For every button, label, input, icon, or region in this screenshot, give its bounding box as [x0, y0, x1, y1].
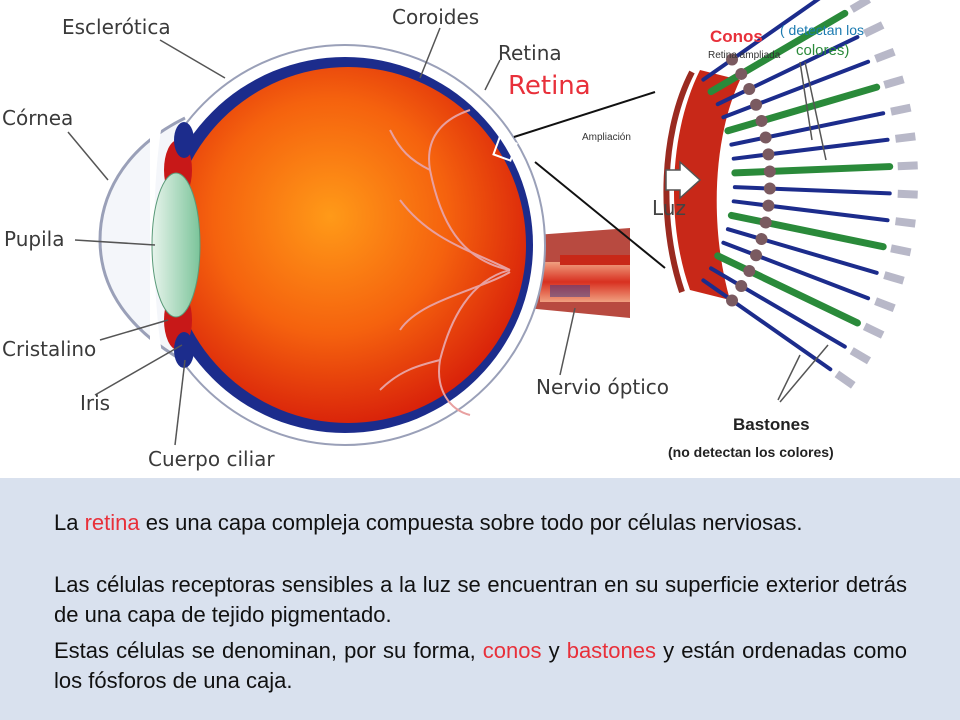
label-cones: Conos — [710, 27, 763, 46]
pigment-cell — [849, 347, 872, 365]
cone-cell — [724, 83, 881, 135]
nerve-cell — [743, 264, 756, 277]
label-cones-note-2: colores) — [796, 42, 849, 59]
pigment-cell — [894, 132, 916, 143]
nerve-cell — [735, 67, 748, 80]
retina-magnified — [663, 0, 918, 389]
rod-cell — [715, 35, 860, 107]
pigment-cell — [874, 47, 896, 63]
label-magnification: Ampliación — [582, 132, 631, 143]
label-optic-nerve: Nervio óptico — [536, 375, 669, 399]
nerve-cell — [763, 165, 776, 178]
cone-cell — [731, 163, 894, 177]
nerve-cell — [759, 131, 772, 144]
nerve-cell — [763, 182, 776, 195]
description-panel: La retina es una capa compleja compuesta… — [0, 478, 960, 720]
nerve-cell — [735, 280, 748, 293]
lens — [151, 172, 201, 318]
light-arrow-icon — [665, 160, 702, 200]
nerve-cell — [755, 233, 768, 246]
highlight-cones: conos — [482, 638, 542, 663]
rod-cell — [731, 199, 890, 223]
eye-anatomy-diagram: Esclerótica Coroides Retina Retina Córne… — [2, 0, 918, 471]
rod-cell — [701, 278, 833, 372]
nerve-cell — [743, 83, 756, 96]
label-pupil: Pupila — [4, 227, 64, 251]
nerve-cell — [726, 294, 739, 307]
cone-cell — [707, 9, 849, 96]
label-lens: Cristalino — [2, 337, 96, 361]
highlight-retina: retina — [84, 510, 140, 535]
nerve-cell — [726, 53, 739, 66]
pigment-cell — [897, 161, 918, 171]
pigment-cell — [862, 21, 885, 38]
nerve-cell — [750, 98, 763, 111]
blood-vessels — [379, 109, 511, 416]
label-sclera: Esclerótica — [62, 15, 171, 39]
rod-cell — [731, 137, 890, 161]
nerve-cell — [755, 114, 768, 127]
nerve-cell — [750, 249, 763, 262]
pigment-cell — [862, 322, 885, 339]
label-rods: Bastones — [733, 415, 810, 434]
pigment-cell — [897, 189, 918, 199]
nerve-cell — [762, 199, 775, 212]
label-retina: Retina — [508, 71, 591, 101]
rod-cell — [721, 59, 871, 120]
rod-cell — [721, 240, 871, 301]
paragraph-receptors: Las células receptoras sensibles a la lu… — [54, 572, 907, 627]
pigment-cell — [874, 297, 896, 313]
cone-cell — [714, 252, 861, 327]
pigment-cell — [883, 75, 905, 89]
eye-interior — [170, 67, 526, 423]
highlight-rods: bastones — [566, 638, 656, 663]
label-choroid: Coroides — [392, 5, 479, 29]
pigment-cell — [894, 217, 916, 228]
pigment-cell — [834, 370, 856, 389]
label-ciliary-body: Cuerpo ciliar — [148, 447, 275, 471]
pigment-cell — [849, 0, 872, 13]
label-rods-note: (no detectan los colores) — [668, 444, 834, 460]
rod-cell — [701, 0, 821, 82]
nerve-cell — [762, 148, 775, 161]
rod-cell — [729, 111, 886, 147]
rod-cell — [732, 185, 892, 196]
label-retina-magnified: Retina ampliada — [708, 50, 781, 61]
pigment-cell — [883, 271, 905, 285]
paragraph-cones-rods: Estas células se denominan, por su forma… — [54, 638, 907, 693]
label-cones-note-1: ( detectan los — [780, 22, 864, 38]
rod-cell — [709, 266, 847, 349]
label-light: Luz — [652, 196, 686, 220]
cone-cell — [727, 211, 887, 251]
nerve-cell — [759, 216, 772, 229]
magnification-box — [492, 136, 518, 162]
label-iris: Iris — [80, 391, 110, 415]
paragraph-retina: La retina es una capa compleja compuesta… — [54, 510, 803, 535]
pigment-cell — [890, 244, 912, 257]
rod-cell — [725, 227, 879, 275]
label-cornea: Córnea — [2, 106, 73, 130]
pigment-cell — [890, 103, 912, 116]
label-retina-small: Retina — [498, 41, 562, 65]
